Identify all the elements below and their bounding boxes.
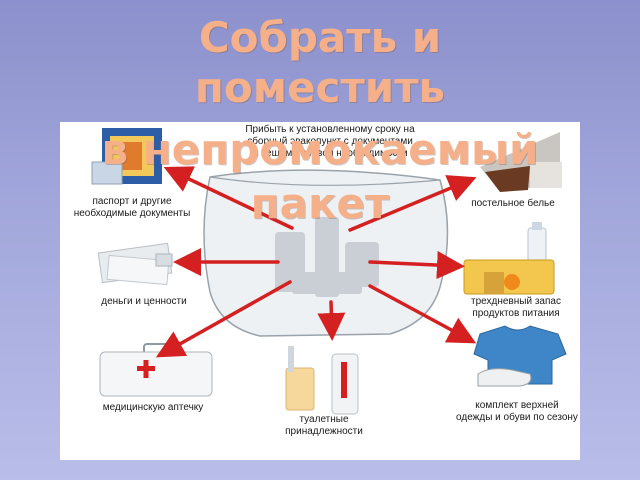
passport-icon bbox=[91, 128, 162, 185]
title-line-4: пакет bbox=[250, 179, 390, 228]
instruction-line-1: Прибыть к установленному сроку на bbox=[245, 124, 415, 135]
money-icon bbox=[97, 242, 173, 286]
food-icon bbox=[463, 222, 555, 295]
instruction-line-2: сборный эвакопункт с документами bbox=[247, 136, 413, 147]
label-bedding: постельное белье bbox=[471, 198, 555, 209]
title-line-1: Собрать и bbox=[198, 13, 442, 62]
label-food: трехдневный запас продуктов питания bbox=[471, 296, 561, 319]
illustration bbox=[91, 128, 567, 415]
shirt-icon bbox=[473, 325, 567, 387]
label-clothes: комплект верхней одежды и обуви по сезон… bbox=[456, 400, 578, 423]
label-passport: паспорт и другие необходимые документы bbox=[73, 196, 191, 219]
title-line-3: в непромокаемый bbox=[101, 125, 539, 174]
bedding-icon bbox=[480, 132, 562, 192]
label-toiletries: туалетные принадлежности bbox=[285, 414, 363, 437]
first-aid-kit-icon bbox=[99, 343, 213, 397]
toiletries-icon bbox=[285, 346, 359, 415]
label-first-aid: медицинскую аптечку bbox=[102, 402, 204, 413]
label-money: деньги и ценности bbox=[101, 296, 187, 307]
illustration-panel: Прибыть к установленному сроку на сборны… bbox=[60, 122, 580, 460]
arrows bbox=[155, 166, 477, 358]
title-line-2: поместить bbox=[194, 63, 446, 112]
instruction-line-3: и вещами первой необходимости bbox=[252, 148, 408, 159]
